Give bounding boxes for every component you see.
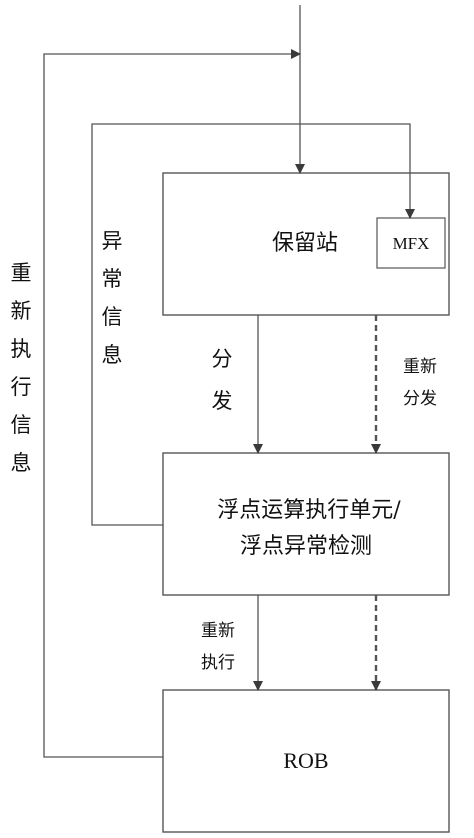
dispatch-label-char: 发	[212, 389, 233, 413]
rob-box	[162, 689, 450, 833]
fp-unit-label-line2: 浮点异常检测	[240, 534, 372, 559]
reexec-info-char: 信	[11, 413, 32, 437]
reexec-info-char: 重	[11, 261, 32, 285]
reexec-info-char: 息	[11, 451, 32, 475]
reexec-info-char: 新	[11, 299, 32, 323]
dispatch-label-char: 分	[212, 347, 233, 371]
exception-info-char: 息	[102, 343, 123, 367]
reservation-station-box	[162, 172, 450, 316]
reexec-info-char: 行	[11, 375, 32, 399]
rob-label: ROB	[283, 748, 328, 773]
exception-info-char: 信	[102, 305, 123, 329]
redispatch-label-line: 分发	[403, 389, 437, 409]
mfx-label: MFX	[393, 234, 430, 253]
reexec-label-line: 执行	[201, 653, 235, 673]
exception-info-char: 常	[102, 267, 123, 291]
fp-unit-box	[162, 452, 450, 596]
exception-info-loop	[91, 123, 415, 526]
reservation-station-label: 保留站	[272, 231, 338, 256]
reexec-info-char: 执	[11, 337, 32, 361]
reexec-label-line: 重新	[201, 621, 235, 641]
fp-unit-label-line1: 浮点运算执行单元/	[217, 498, 401, 523]
exception-info-char: 异	[102, 229, 123, 253]
redispatch-label-line: 重新	[403, 357, 437, 377]
reexec-info-loop	[43, 49, 301, 758]
